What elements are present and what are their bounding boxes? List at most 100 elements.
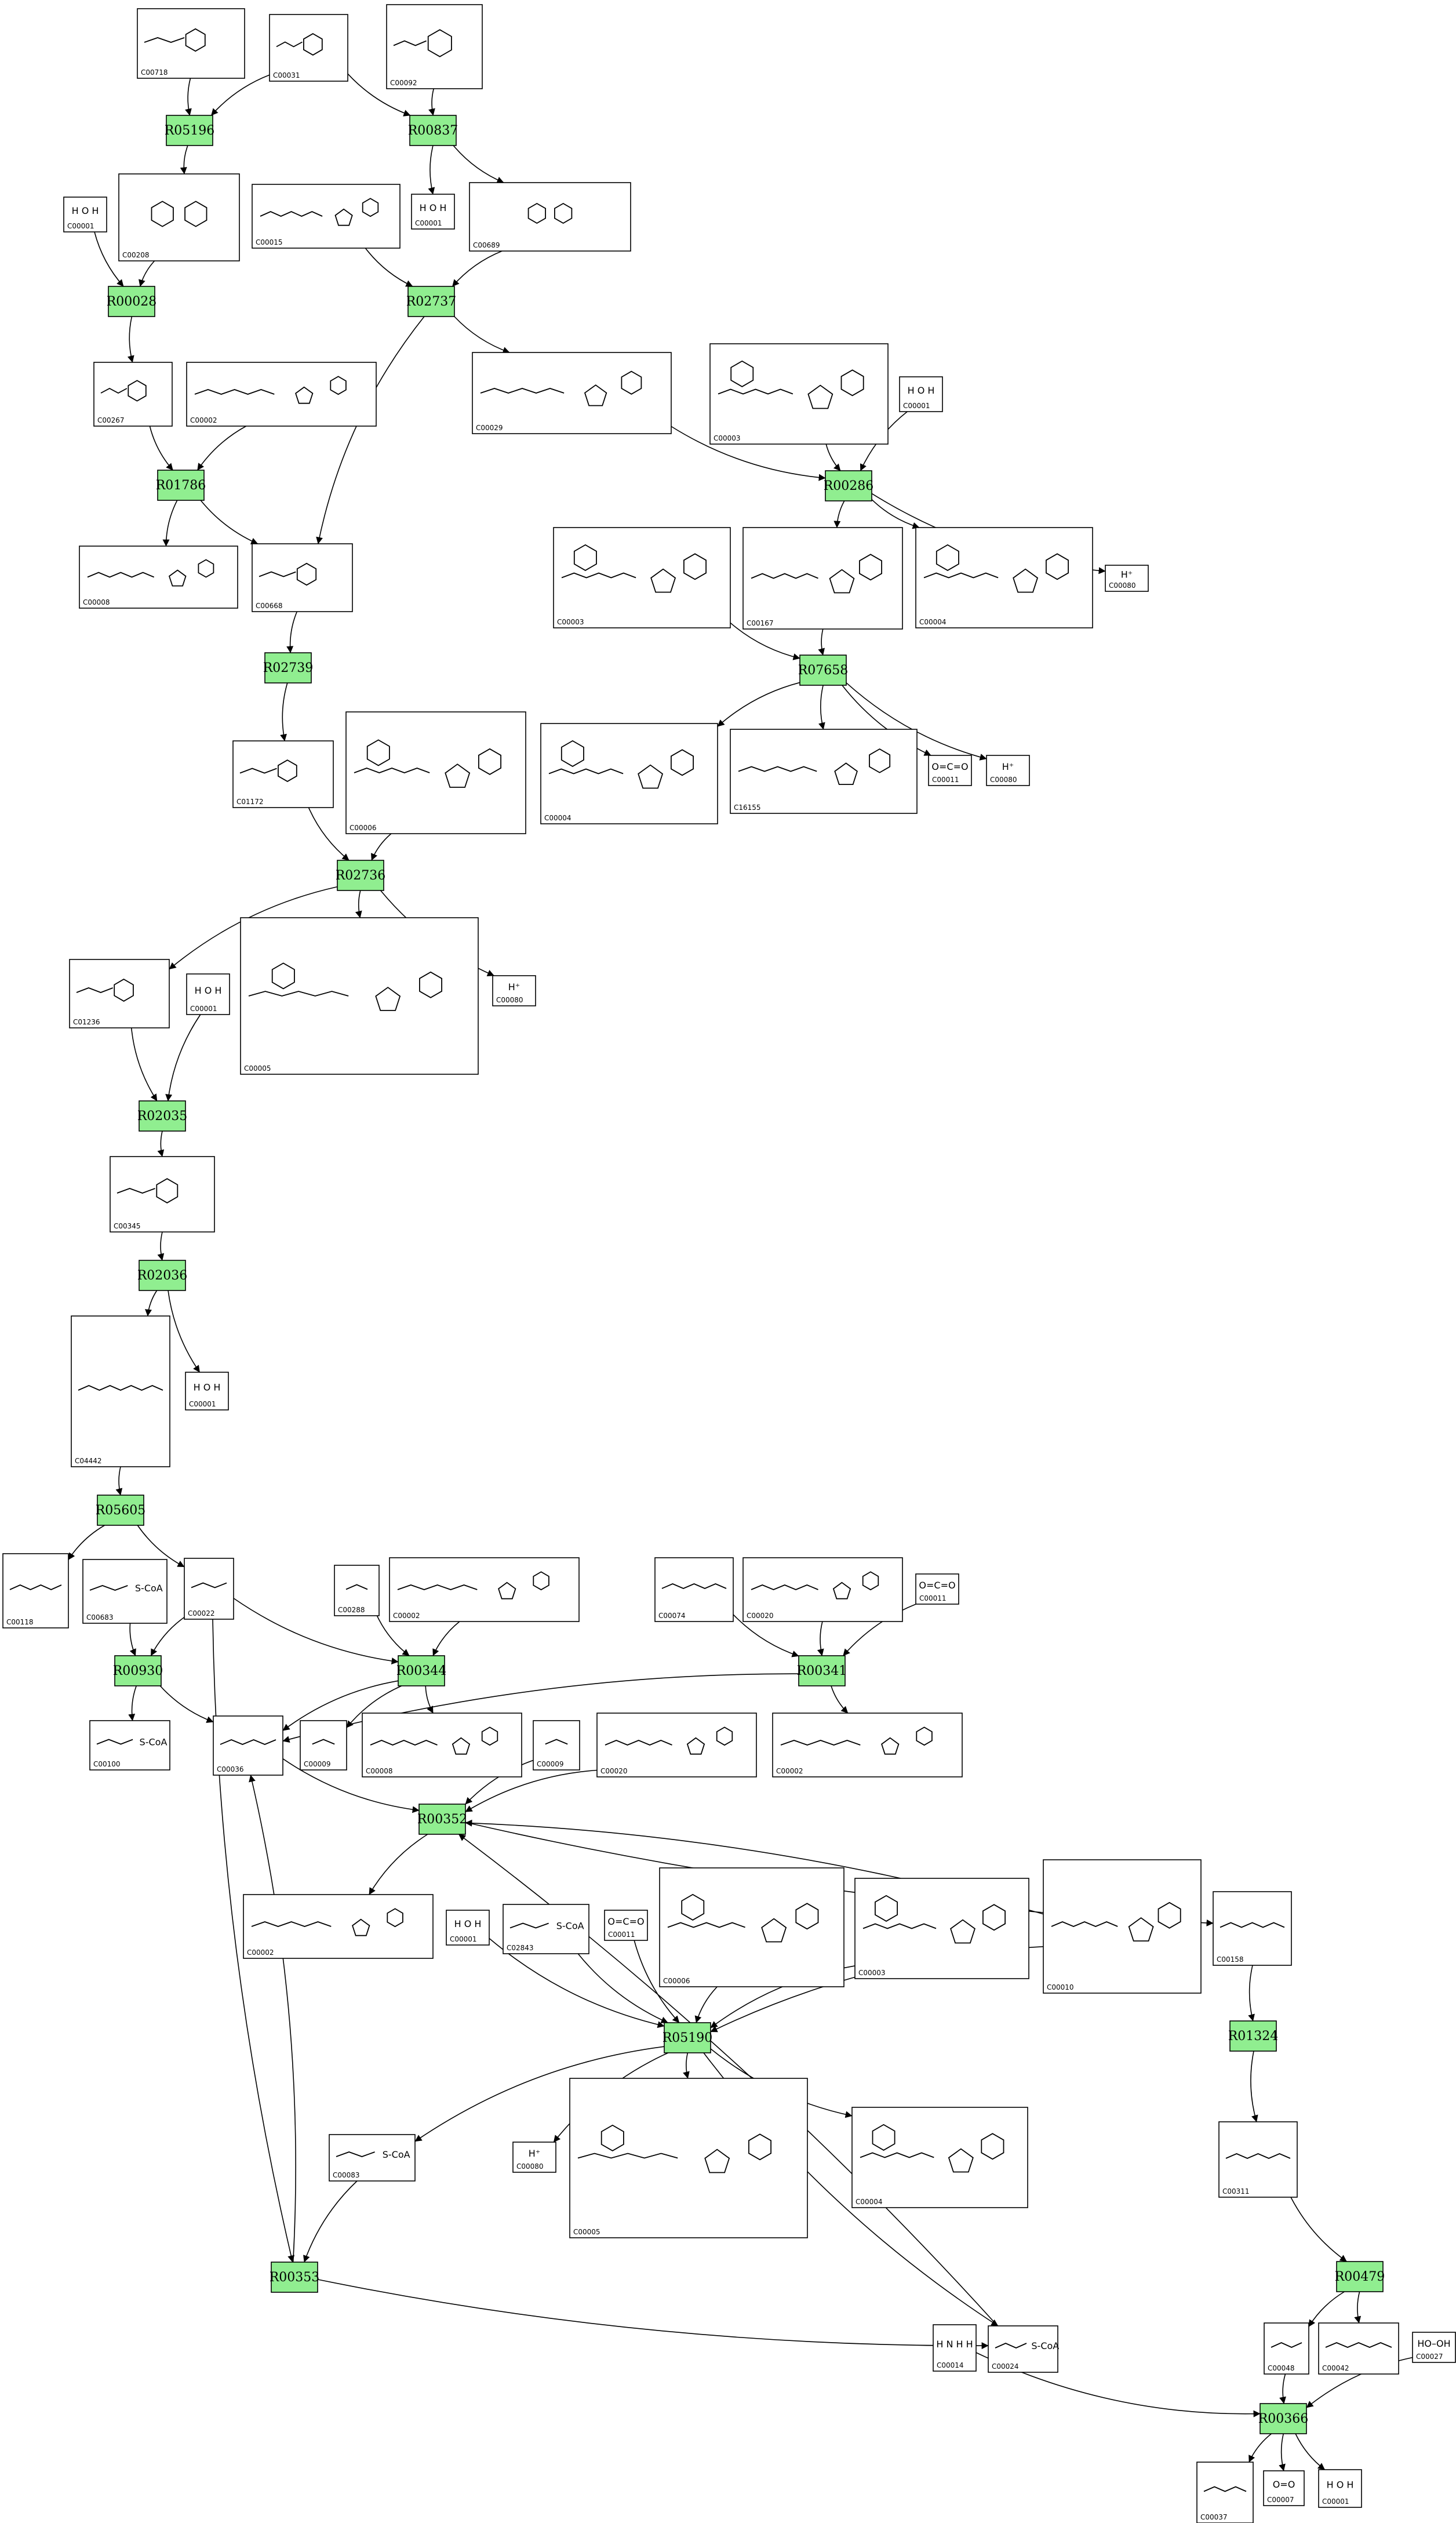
compound-box[interactable] <box>742 527 903 630</box>
compound-box[interactable] <box>300 1720 347 1771</box>
compound-box[interactable] <box>243 1894 434 1959</box>
compound-box[interactable] <box>110 1156 215 1233</box>
compound-node[interactable]: C00074 <box>654 1557 734 1622</box>
compound-box[interactable] <box>533 1720 580 1771</box>
compound-node[interactable]: C00311 <box>1218 2121 1298 2198</box>
compound-box[interactable] <box>186 362 377 427</box>
compound-box[interactable] <box>709 343 889 445</box>
reaction-box[interactable] <box>409 115 457 146</box>
compound-node[interactable]: H⁺C00080 <box>492 975 536 1006</box>
reaction-node[interactable]: R00352 <box>417 1804 468 1835</box>
compound-box[interactable] <box>742 1557 903 1622</box>
reaction-box[interactable] <box>1336 2261 1384 2292</box>
compound-box[interactable] <box>213 1715 283 1776</box>
compound-box[interactable] <box>118 173 240 261</box>
compound-box[interactable] <box>389 1557 580 1622</box>
reaction-node[interactable]: R01324 <box>1228 2020 1279 2052</box>
compound-node[interactable]: C00020 <box>596 1713 757 1777</box>
compound-box[interactable] <box>1264 2322 1309 2375</box>
compound-node[interactable]: C00005 <box>569 2078 808 2238</box>
reaction-node[interactable]: R02739 <box>263 652 314 684</box>
reaction-box[interactable] <box>398 1655 445 1686</box>
compound-node[interactable]: C00002 <box>243 1894 434 1959</box>
compound-box[interactable] <box>334 1565 380 1616</box>
reaction-node[interactable]: R05190 <box>663 2022 713 2053</box>
compound-box[interactable] <box>1318 2469 1362 2508</box>
compound-box[interactable] <box>569 2078 808 2238</box>
reaction-node[interactable]: R01786 <box>156 470 206 501</box>
compound-node[interactable]: C00031 <box>269 14 348 82</box>
reaction-box[interactable] <box>664 2022 711 2053</box>
compound-box[interactable] <box>1043 1859 1202 1994</box>
compound-node[interactable]: C00092 <box>386 4 483 89</box>
compound-node[interactable]: C00004 <box>851 2107 1028 2208</box>
reaction-node[interactable]: R00028 <box>107 286 157 317</box>
compound-box[interactable] <box>492 975 536 1006</box>
reaction-node[interactable]: R00286 <box>824 470 874 501</box>
compound-node[interactable]: C00208 <box>118 173 240 261</box>
reaction-node[interactable]: R00344 <box>396 1655 447 1686</box>
compound-box[interactable] <box>1196 2462 1254 2523</box>
compound-node[interactable]: C00288 <box>334 1565 380 1616</box>
compound-node[interactable]: C00009 <box>300 1720 347 1771</box>
reaction-box[interactable] <box>139 1260 186 1291</box>
compound-box[interactable] <box>232 740 334 808</box>
compound-box[interactable] <box>659 1867 845 1987</box>
reaction-node[interactable]: R02036 <box>137 1260 188 1291</box>
compound-box[interactable] <box>82 1559 168 1624</box>
compound-node[interactable]: H⁺C00080 <box>986 755 1030 786</box>
reaction-node[interactable]: R05605 <box>96 1495 146 1526</box>
compound-node[interactable]: H⁺C00080 <box>1105 565 1149 592</box>
compound-box[interactable] <box>512 2142 556 2173</box>
compound-box[interactable] <box>362 1713 522 1777</box>
reaction-box[interactable] <box>798 1655 846 1686</box>
reaction-box[interactable] <box>407 286 455 317</box>
compound-node[interactable]: C00006 <box>345 711 526 834</box>
compound-box[interactable] <box>596 1713 757 1777</box>
compound-node[interactable]: C00167 <box>742 527 903 630</box>
compound-box[interactable] <box>933 2324 977 2372</box>
compound-box[interactable] <box>345 711 526 834</box>
compound-node[interactable]: C00002 <box>186 362 377 427</box>
compound-node[interactable]: C01172 <box>232 740 334 808</box>
compound-box[interactable] <box>446 1910 490 1946</box>
compound-box[interactable] <box>137 8 245 79</box>
compound-node[interactable]: C00042 <box>1318 2322 1399 2375</box>
compound-node[interactable]: C00004 <box>540 723 718 824</box>
compound-node[interactable]: C04442 <box>71 1315 170 1467</box>
reaction-box[interactable] <box>1260 2403 1307 2434</box>
compound-box[interactable] <box>654 1557 734 1622</box>
reaction-node[interactable]: R02035 <box>137 1100 188 1132</box>
compound-node[interactable]: C00020 <box>742 1557 903 1622</box>
reaction-node[interactable]: R02737 <box>406 286 457 317</box>
compound-box[interactable] <box>240 917 479 1075</box>
compound-node[interactable]: C00003 <box>553 527 731 628</box>
compound-box[interactable] <box>186 973 230 1015</box>
reaction-node[interactable]: R00479 <box>1335 2261 1385 2292</box>
compound-box[interactable] <box>252 184 401 249</box>
compound-box[interactable] <box>89 1720 170 1771</box>
compound-node[interactable]: C00003 <box>709 343 889 445</box>
compound-box[interactable] <box>411 194 455 230</box>
compound-node[interactable]: C00036 <box>213 1715 283 1776</box>
compound-box[interactable] <box>730 729 918 814</box>
compound-box[interactable] <box>79 546 238 609</box>
reaction-box[interactable] <box>157 470 205 501</box>
compound-box[interactable] <box>915 1573 959 1605</box>
reaction-box[interactable] <box>166 115 213 146</box>
compound-node[interactable]: C00048 <box>1264 2322 1309 2375</box>
compound-box[interactable] <box>851 2107 1028 2208</box>
compound-box[interactable] <box>472 352 672 434</box>
compound-box[interactable] <box>1412 2332 1456 2363</box>
compound-box[interactable] <box>63 197 107 232</box>
compound-box[interactable] <box>329 2134 416 2182</box>
